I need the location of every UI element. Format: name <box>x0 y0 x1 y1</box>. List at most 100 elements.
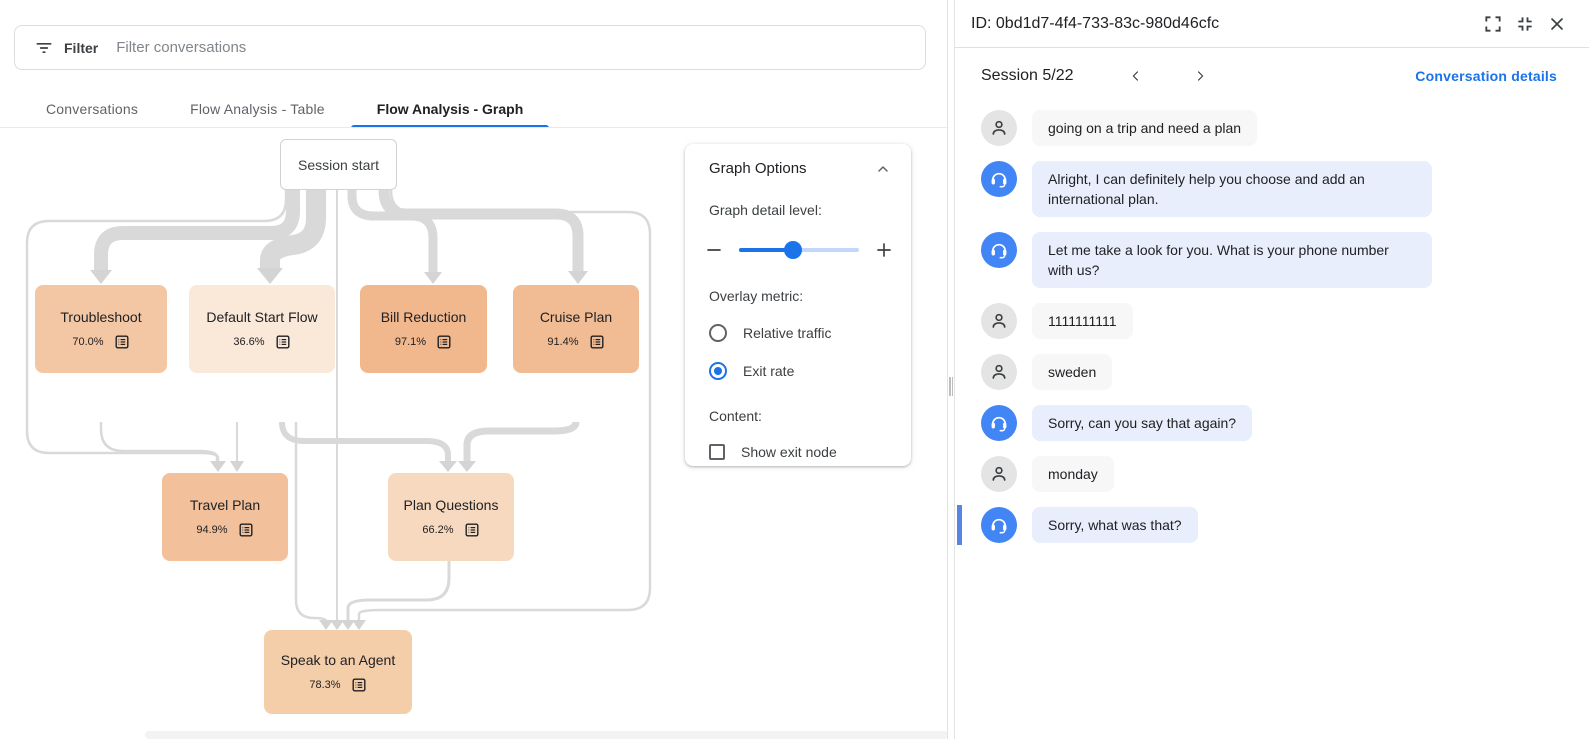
panel-divider <box>947 0 948 739</box>
message-bubble[interactable]: Alright, I can definitely help you choos… <box>1032 161 1432 217</box>
list-alt-icon[interactable] <box>464 522 480 538</box>
node-speak-to-an-agent[interactable]: Speak to an Agent 78.3% <box>264 630 412 714</box>
user-avatar <box>981 303 1017 339</box>
node-label: Troubleshoot <box>60 308 142 325</box>
node-plan-questions[interactable]: Plan Questions 66.2% <box>388 473 514 561</box>
message-bubble[interactable]: monday <box>1032 456 1114 492</box>
filter-conversations-input[interactable] <box>116 39 925 56</box>
zoom-out-minus-icon[interactable] <box>705 241 723 259</box>
content-label: Content: <box>709 408 762 424</box>
tab-flow-analysis-table[interactable]: Flow Analysis - Table <box>190 101 325 117</box>
tab-bar: Conversations Flow Analysis - Table Flow… <box>0 90 948 128</box>
message-row: Sorry, can you say that again? <box>955 405 1589 441</box>
node-label: Speak to an Agent <box>280 651 396 668</box>
list-alt-icon[interactable] <box>275 334 291 350</box>
radio-selected-icon <box>709 362 727 380</box>
user-avatar <box>981 110 1017 146</box>
conversation-details-link[interactable]: Conversation details <box>1415 68 1557 84</box>
tab-conversations[interactable]: Conversations <box>46 101 139 117</box>
node-exit-rate: 36.6% <box>233 335 265 348</box>
tab-flow-analysis-graph[interactable]: Flow Analysis - Graph <box>350 90 550 128</box>
checkbox-show-exit-node[interactable]: Show exit node <box>685 444 911 460</box>
filter-label: Filter <box>64 39 99 56</box>
agent-avatar <box>981 507 1017 543</box>
overlay-metric-label: Overlay metric: <box>709 288 804 304</box>
node-session-start[interactable]: Session start <box>280 139 397 190</box>
node-cruise-plan[interactable]: Cruise Plan 91.4% <box>513 285 639 373</box>
fullscreen-icon[interactable] <box>1477 8 1509 40</box>
user-avatar <box>981 354 1017 390</box>
node-label: Cruise Plan <box>539 308 613 325</box>
message-row-highlighted: Sorry, what was that? <box>955 505 1589 545</box>
highlight-bar <box>957 505 962 545</box>
message-bubble[interactable]: 1111111111 <box>1032 303 1133 339</box>
message-row: Let me take a look for you. What is your… <box>955 232 1589 288</box>
message-row: Alright, I can definitely help you choos… <box>955 161 1589 217</box>
message-row: sweden <box>955 354 1589 390</box>
session-nav-row: Session 5/22 Conversation details <box>955 48 1589 104</box>
node-exit-rate: 94.9% <box>196 523 228 536</box>
message-bubble[interactable]: Sorry, can you say that again? <box>1032 405 1253 441</box>
list-alt-icon[interactable] <box>436 334 452 350</box>
slider-fill <box>739 248 793 252</box>
flow-analysis-panel: Filter Conversations Flow Analysis - Tab… <box>0 25 948 739</box>
agent-avatar <box>981 161 1017 197</box>
message-bubble[interactable]: Sorry, what was that? <box>1032 507 1198 543</box>
message-row: monday <box>955 456 1589 492</box>
fullscreen-exit-icon[interactable] <box>1509 8 1541 40</box>
session-counter: Session 5/22 <box>981 67 1074 84</box>
active-tab-underline <box>350 125 550 128</box>
checkbox-icon <box>709 444 725 460</box>
user-avatar <box>981 456 1017 492</box>
node-troubleshoot[interactable]: Troubleshoot 70.0% <box>35 285 167 373</box>
list-alt-icon[interactable] <box>114 334 130 350</box>
node-exit-rate: 97.1% <box>394 335 427 348</box>
graph-options-title: Graph Options <box>709 160 807 177</box>
node-travel-plan[interactable]: Travel Plan 94.9% <box>162 473 288 561</box>
node-label: Bill Reduction <box>380 308 467 325</box>
conversation-detail-panel: ID: 0bd1d7-4f4-733-83c-980d46cfc Session… <box>955 0 1589 739</box>
node-label: Plan Questions <box>403 496 499 513</box>
list-alt-icon[interactable] <box>238 522 254 538</box>
header-divider <box>955 47 1589 48</box>
message-row: 1111111111 <box>955 303 1589 339</box>
node-label: Travel Plan <box>189 496 261 513</box>
radio-exit-rate[interactable]: Exit rate <box>685 362 911 380</box>
node-label: Default Start Flow <box>206 308 318 325</box>
node-exit-rate: 66.2% <box>422 523 454 536</box>
close-icon[interactable] <box>1541 8 1573 40</box>
next-session-button[interactable] <box>1180 60 1220 92</box>
node-default-start-flow[interactable]: Default Start Flow 36.6% <box>189 285 335 373</box>
list-alt-icon[interactable] <box>351 677 367 693</box>
zoom-in-plus-icon[interactable] <box>875 241 893 259</box>
panel-divider <box>954 0 955 739</box>
node-bill-reduction[interactable]: Bill Reduction 97.1% <box>360 285 487 373</box>
node-exit-rate: 70.0% <box>72 335 104 348</box>
message-bubble[interactable]: sweden <box>1032 354 1113 390</box>
message-bubble[interactable]: Let me take a look for you. What is your… <box>1032 232 1432 288</box>
detail-header: ID: 0bd1d7-4f4-733-83c-980d46cfc <box>955 0 1589 47</box>
agent-avatar <box>981 232 1017 268</box>
slider-thumb[interactable] <box>784 241 802 259</box>
slider-track[interactable] <box>739 241 859 259</box>
filter-bar[interactable]: Filter <box>14 25 926 70</box>
message-bubble[interactable]: going on a trip and need a plan <box>1032 110 1258 146</box>
graph-detail-label: Graph detail level: <box>709 202 822 218</box>
previous-session-button[interactable] <box>1116 60 1156 92</box>
panel-resize-handle[interactable] <box>949 377 953 396</box>
node-exit-rate: 91.4% <box>547 335 579 348</box>
horizontal-scrollbar[interactable] <box>145 731 948 739</box>
node-exit-rate: 78.3% <box>309 678 341 691</box>
radio-icon <box>709 324 727 342</box>
graph-detail-slider <box>685 238 911 262</box>
radio-relative-traffic[interactable]: Relative traffic <box>685 324 911 342</box>
conversation-id-title: ID: 0bd1d7-4f4-733-83c-980d46cfc <box>971 14 1220 32</box>
list-alt-icon[interactable] <box>589 334 605 350</box>
agent-avatar <box>981 405 1017 441</box>
tabs-divider <box>0 127 948 128</box>
message-row: going on a trip and need a plan <box>955 110 1589 146</box>
collapse-chevron-icon[interactable] <box>875 161 891 177</box>
filter-icon <box>32 36 56 60</box>
graph-options-card: Graph Options Graph detail level: Overla… <box>685 144 911 466</box>
